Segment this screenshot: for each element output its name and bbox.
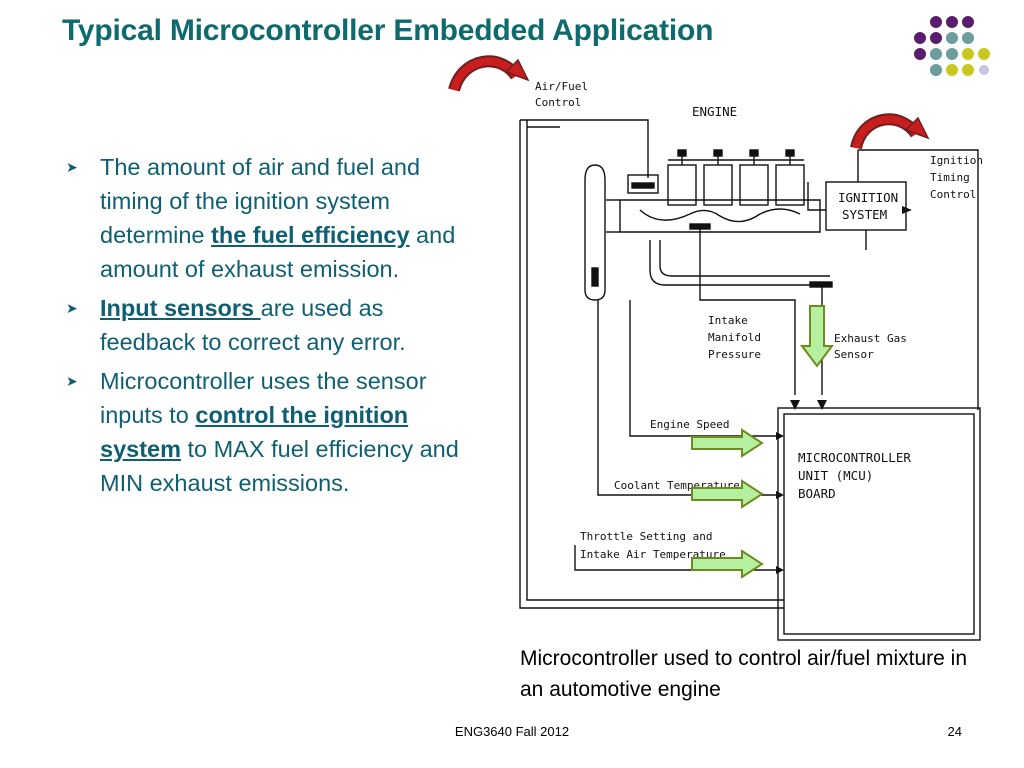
arrow-bullet-icon: ➤ [66,300,78,316]
bullet-item: ➤Input sensors are used as feedback to c… [62,291,482,359]
mcu-label: BOARD [798,486,836,501]
engine-label: ENGINE [692,104,737,119]
green-arrow-icon [691,479,764,509]
arrow-bullet-icon: ➤ [66,373,78,389]
slide-title: Typical Microcontroller Embedded Applica… [62,14,714,47]
emphasis-text: the fuel efficiency [211,222,410,248]
mcu-label: UNIT (MCU) [798,468,873,483]
emphasis-text: control the ignition system [100,402,409,462]
green-arrow-icon [691,428,764,458]
intake-manifold-label: Pressure [708,348,761,361]
ignition-timing-label: Control [930,188,976,201]
emphasis-text: Input sensors [100,295,261,321]
exhaust-gas-label: Exhaust Gas [834,332,907,345]
throttle-label: Intake Air Temperature [580,548,726,561]
mcu-label: MICROCONTROLLER [798,450,911,465]
green-arrow-icon [800,305,834,368]
red-curved-arrow-icon [448,55,530,92]
bullet-item: ➤Microcontroller uses the sensor inputs … [62,364,482,500]
intake-manifold-label: Manifold [708,331,761,344]
arrowheads [776,206,912,574]
engine-speed-label: Engine Speed [650,418,729,431]
red-curved-arrow-icon [850,113,930,150]
footer-text: ENG3640 Fall 2012 [454,724,570,739]
ignition-system-label: SYSTEM [842,207,887,222]
page-number: 24 [947,724,962,739]
bullet-item: ➤The amount of air and fuel and timing o… [62,150,482,286]
ignition-system-label: IGNITION [838,190,898,205]
bullet-list: ➤The amount of air and fuel and timing o… [62,150,482,505]
air-fuel-label: Control [535,96,581,109]
figure-caption: Microcontroller used to control air/fuel… [520,647,968,701]
ignition-timing-label: Timing [930,171,970,184]
ignition-timing-label: Ignition [930,154,983,167]
exhaust-gas-label: Sensor [834,348,874,361]
intake-manifold-label: Intake [708,314,748,327]
air-fuel-label: Air/Fuel [535,80,588,93]
arrow-bullet-icon: ➤ [66,159,78,175]
green-arrow-icon [691,549,764,579]
diagram-lines [519,119,981,641]
throttle-label: Throttle Setting and [580,530,712,543]
